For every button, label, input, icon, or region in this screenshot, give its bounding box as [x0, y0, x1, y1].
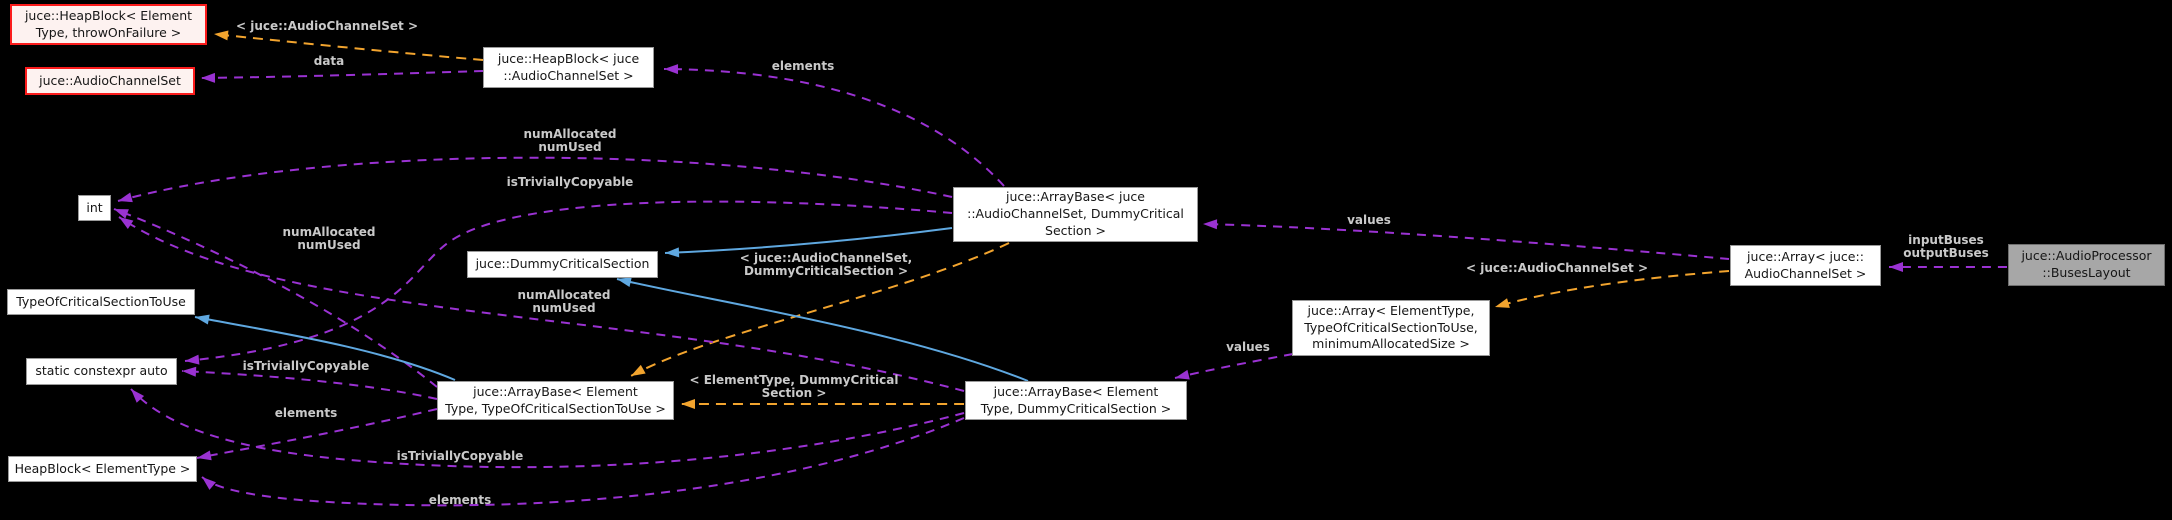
edge-arraybase-generic-to-tocstu — [194, 314, 456, 381]
node-heapblock-elementtype[interactable]: HeapBlock< ElementType > — [8, 456, 197, 482]
edge-arraybase-et-to-int — [118, 216, 965, 392]
node-heapblock-acs[interactable]: juce::HeapBlock< juce ::AudioChannelSet … — [483, 47, 654, 88]
node-arraybase-acs[interactable]: juce::ArrayBase< juce ::AudioChannelSet,… — [953, 187, 1198, 242]
edge-arraybase-generic-to-heapblock-et — [196, 408, 438, 461]
edge-array-acs-to-arraybase-acs — [1202, 219, 1730, 260]
edge-arraybase-et-to-static — [130, 388, 965, 469]
edge-arraybase-generic-to-static — [181, 366, 438, 400]
node-static-constexpr-auto[interactable]: static constexpr auto — [26, 358, 177, 385]
edge-array-acs-to-array-generic — [1494, 270, 1730, 308]
node-buses-layout: juce::AudioProcessor ::BusesLayout — [2008, 244, 2165, 286]
edge-arraybase-acs-to-heapblock-acs — [663, 64, 1005, 187]
edge-arraybase-acs-to-static — [184, 200, 953, 365]
node-heapblock-template[interactable]: juce::HeapBlock< Element Type, throwOnFa… — [10, 4, 207, 45]
node-array-acs[interactable]: juce::Array< juce:: AudioChannelSet > — [1730, 245, 1881, 286]
node-arraybase-elementtype[interactable]: juce::ArrayBase< Element Type, DummyCrit… — [965, 381, 1187, 420]
node-array-generic[interactable]: juce::Array< ElementType, TypeOfCritical… — [1292, 300, 1490, 356]
edge-arraybase-acs-to-dummycriticalsection — [664, 227, 953, 258]
node-type-of-critical-section-to-use[interactable]: TypeOfCriticalSectionToUse — [7, 289, 195, 315]
node-dummy-critical-section[interactable]: juce::DummyCriticalSection — [467, 251, 658, 278]
node-audio-channel-set[interactable]: juce::AudioChannelSet — [25, 67, 195, 95]
edge-arraybase-acs-to-arraybase-generic — [630, 242, 1010, 377]
edge-array-generic-to-arraybase-et — [1174, 353, 1294, 380]
node-int[interactable]: int — [78, 195, 111, 221]
edge-arraybase-generic-to-int — [113, 208, 438, 388]
edge-heapblock-acs-to-audiochannelset — [200, 70, 484, 83]
edge-heapblock-acs-to-heapblock-template — [213, 30, 484, 61]
node-arraybase-generic[interactable]: juce::ArrayBase< Element Type, TypeOfCri… — [437, 381, 674, 420]
edge-arraybase-acs-to-int — [117, 156, 953, 203]
edge-arraybase-et-to-dummycriticalsection — [616, 277, 1029, 382]
edge-arraybase-et-to-heapblock-et — [201, 417, 965, 507]
